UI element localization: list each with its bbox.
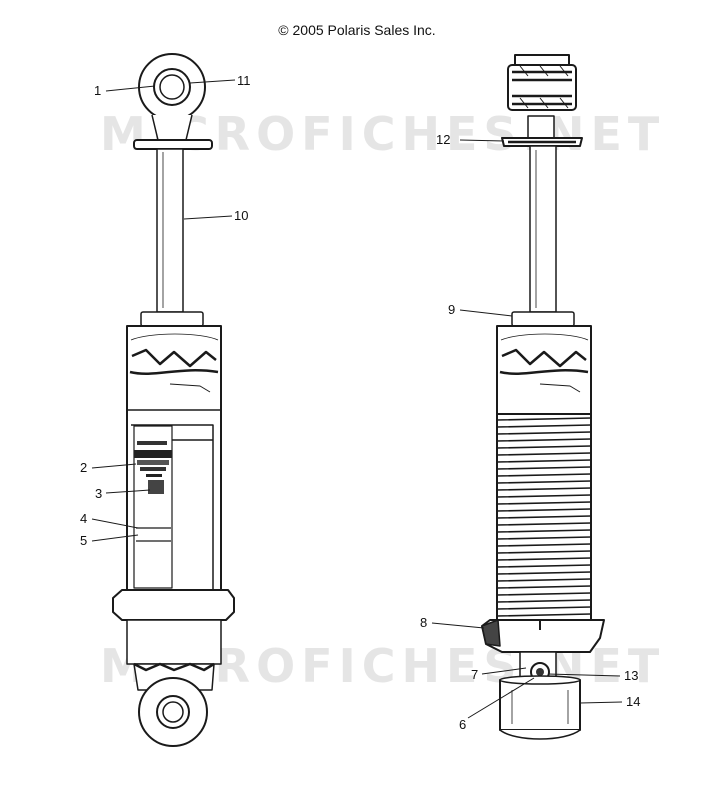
callout-12: 12: [436, 132, 451, 147]
callout-4: 4: [80, 511, 88, 526]
callout-11: 11: [237, 73, 251, 88]
callout-7: 7: [471, 667, 479, 682]
left-piston-nut: [148, 480, 164, 494]
callout-8: 8: [420, 615, 428, 630]
copyright-notice: © 2005 Polaris Sales Inc.: [278, 22, 436, 38]
left-piston: [134, 450, 172, 458]
left-shock-assembly: [112, 53, 235, 747]
right-coil-spring: [496, 413, 592, 625]
callout-9: 9: [448, 302, 456, 317]
leader-lines: [91, 79, 623, 719]
left-eye-neck: [151, 114, 193, 141]
right-top-bushing: [507, 64, 577, 111]
right-shock-assembly: [481, 54, 605, 740]
right-seal-nut: [511, 311, 575, 327]
right-spring-collar: [481, 619, 605, 653]
callout-6: 6: [459, 717, 467, 732]
callout-10: 10: [234, 208, 249, 223]
left-top-bore: [159, 74, 185, 100]
right-shaft: [529, 145, 557, 313]
left-seal-nut: [140, 311, 204, 327]
callout-3: 3: [95, 486, 103, 501]
callout-14: 14: [626, 694, 641, 709]
left-bottom-cap: [112, 589, 235, 621]
callout-5: 5: [80, 533, 88, 548]
left-top-plate: [133, 139, 213, 150]
callout-2: 2: [80, 460, 88, 475]
left-shaft: [156, 148, 184, 313]
callout-1: 1: [94, 83, 102, 98]
callout-13: 13: [624, 668, 639, 683]
